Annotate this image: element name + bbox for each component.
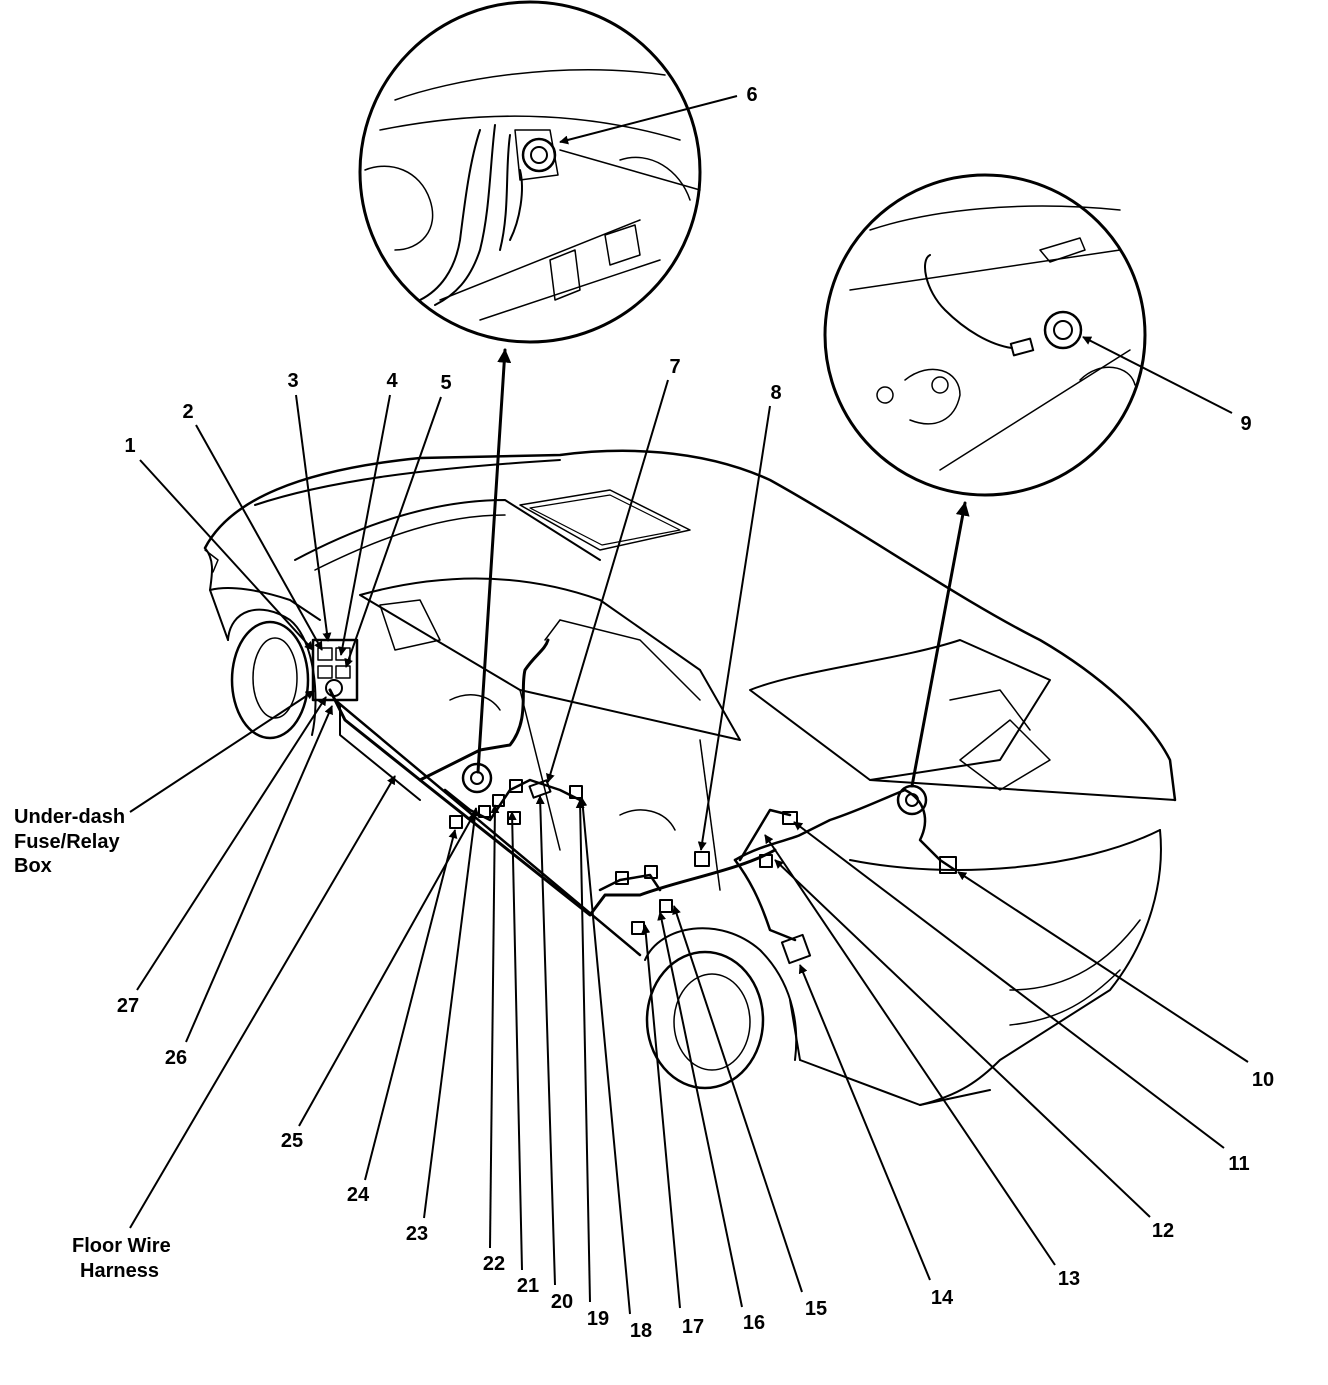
detail-9-leader bbox=[910, 501, 970, 788]
ground-point-g501 bbox=[896, 784, 928, 816]
connector-15 bbox=[644, 865, 658, 879]
label-under-dash-fuse-relay-box: Under-dash Fuse/Relay Box bbox=[14, 806, 125, 877]
leader-8 bbox=[697, 405, 771, 851]
leader-floor-harness bbox=[129, 775, 396, 1229]
connector-12 bbox=[759, 854, 773, 868]
leader-27 bbox=[136, 696, 327, 991]
connector-10 bbox=[939, 856, 957, 874]
ground-point-g401 bbox=[461, 762, 493, 794]
callout-15: 15 bbox=[805, 1298, 827, 1320]
under-dash-fuse-box bbox=[311, 638, 359, 702]
callout-13: 13 bbox=[1058, 1268, 1080, 1290]
connector-11 bbox=[782, 811, 798, 825]
callout-27: 27 bbox=[117, 995, 139, 1017]
leader-26 bbox=[185, 705, 333, 1043]
connector-16 bbox=[631, 921, 645, 935]
connector-17 bbox=[615, 871, 629, 885]
callout-18: 18 bbox=[630, 1320, 652, 1342]
leader-16 bbox=[657, 911, 743, 1308]
callout-25: 25 bbox=[281, 1130, 303, 1152]
leader-20 bbox=[535, 795, 556, 1286]
connector-25 bbox=[449, 815, 463, 829]
detail-view-9 bbox=[823, 173, 1147, 497]
detail-6-leader bbox=[476, 348, 512, 774]
callout-21: 21 bbox=[517, 1275, 539, 1297]
leader-4 bbox=[338, 394, 391, 656]
callout-6: 6 bbox=[746, 84, 757, 106]
leader-18 bbox=[578, 797, 631, 1315]
harness-connectors bbox=[311, 638, 957, 965]
leader-2 bbox=[195, 424, 323, 651]
callout-1: 1 bbox=[124, 435, 135, 457]
leader-14 bbox=[798, 964, 931, 1281]
car-body bbox=[203, 449, 1177, 1106]
leader-11 bbox=[793, 821, 1225, 1149]
leader-21 bbox=[507, 811, 523, 1271]
leader-under-dash bbox=[129, 690, 315, 813]
leader-23 bbox=[423, 807, 480, 1219]
callout-17: 17 bbox=[682, 1316, 704, 1338]
callout-3: 3 bbox=[287, 370, 298, 392]
callout-16: 16 bbox=[743, 1312, 765, 1334]
leader-10 bbox=[957, 871, 1249, 1063]
callout-26: 26 bbox=[165, 1047, 187, 1069]
leader-17 bbox=[641, 924, 681, 1309]
label-floor-wire-line1: Floor Wire bbox=[72, 1235, 171, 1257]
leader-6 bbox=[559, 95, 738, 145]
callout-24: 24 bbox=[347, 1184, 370, 1206]
leader-24 bbox=[364, 829, 458, 1181]
leader-3 bbox=[295, 394, 332, 642]
leader-9 bbox=[1082, 336, 1233, 414]
callout-4: 4 bbox=[386, 370, 398, 392]
callout-12: 12 bbox=[1152, 1220, 1174, 1242]
leader-25 bbox=[298, 813, 475, 1127]
leader-1 bbox=[139, 459, 314, 651]
callout-20: 20 bbox=[551, 1291, 573, 1313]
callout-numbers: 1 2 3 4 5 6 7 8 9 10 11 12 13 14 15 16 1… bbox=[117, 84, 1274, 1342]
leader-13 bbox=[764, 834, 1056, 1266]
callout-10: 10 bbox=[1252, 1069, 1274, 1091]
leader-7 bbox=[546, 379, 669, 783]
callout-7: 7 bbox=[669, 356, 680, 378]
callout-19: 19 bbox=[587, 1308, 609, 1330]
connector-8 bbox=[694, 851, 710, 867]
connector-21 bbox=[507, 811, 521, 825]
connector-14 bbox=[659, 899, 673, 913]
callout-2: 2 bbox=[182, 401, 193, 423]
callout-5: 5 bbox=[440, 372, 451, 394]
callout-9: 9 bbox=[1240, 413, 1251, 435]
callout-14: 14 bbox=[931, 1287, 954, 1309]
detail-view-6 bbox=[358, 0, 702, 344]
label-under-dash-line1: Under-dash bbox=[14, 806, 125, 828]
leader-15 bbox=[672, 905, 803, 1293]
label-floor-wire-harness: Floor Wire Harness bbox=[72, 1235, 171, 1282]
floor-wire-harness bbox=[328, 638, 957, 942]
callout-8: 8 bbox=[770, 382, 781, 404]
leader-22 bbox=[489, 804, 500, 1249]
callout-22: 22 bbox=[483, 1253, 505, 1275]
callout-leaders bbox=[129, 95, 1249, 1315]
leader-5 bbox=[344, 396, 442, 668]
leader-19 bbox=[575, 799, 591, 1303]
label-floor-wire-line2: Harness bbox=[80, 1260, 159, 1282]
callout-11: 11 bbox=[1228, 1153, 1249, 1175]
label-under-dash-line3: Box bbox=[14, 855, 52, 877]
connector-18 bbox=[569, 785, 583, 799]
leader-12 bbox=[774, 859, 1151, 1218]
callout-23: 23 bbox=[406, 1223, 428, 1245]
label-under-dash-line2: Fuse/Relay bbox=[14, 831, 120, 853]
connector-20 bbox=[509, 779, 523, 793]
connector-19 bbox=[528, 779, 552, 799]
connector-13 bbox=[780, 933, 812, 965]
